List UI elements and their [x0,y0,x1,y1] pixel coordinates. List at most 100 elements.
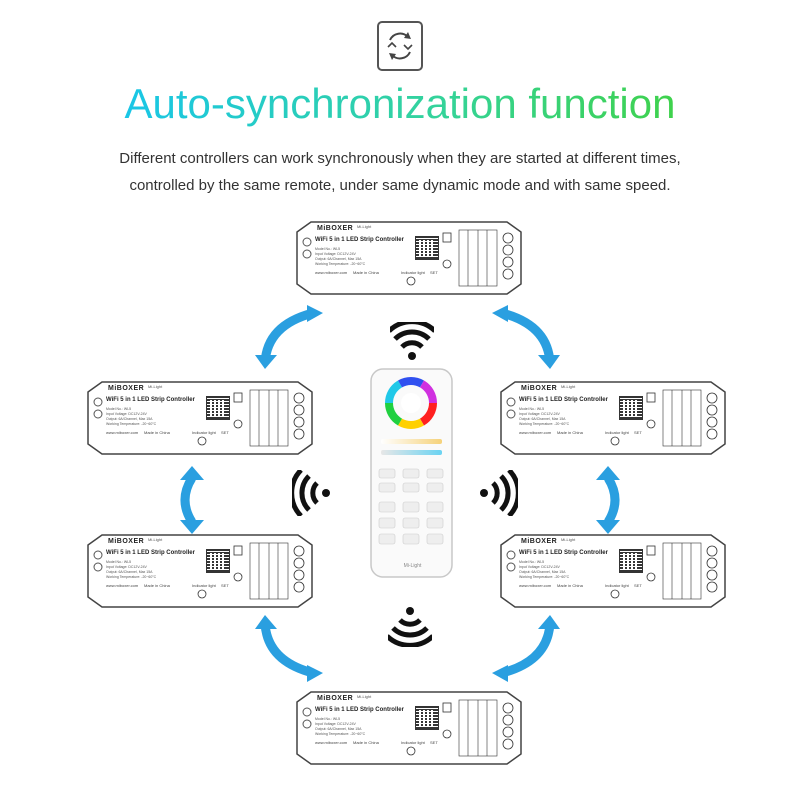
controller-spec-line: Working Temperature: -20~60°C [315,732,366,736]
controller-housing [87,381,313,455]
controller-spec-line: Input Voltage: DC12V-24V [106,412,147,416]
controller-brand: MiBOXER [108,385,145,392]
controller-housing [296,691,522,765]
controller-indicator-label: Indicator light [401,740,425,745]
controller-subbrand: Mi-Light [357,694,372,699]
controller-spec-line: Working Temperature: -20~60°C [106,422,157,426]
controller-spec-line: Output: 6A/Channel, Max 15A [315,727,362,731]
qr-code-icon [206,549,230,573]
controller-product-name: WiFi 5 in 1 LED Strip Controller [106,397,195,403]
controller-spec-line: Input Voltage: DC12V-24V [519,412,560,416]
controller-upper-right: MiBOXER Mi-Light WiFi 5 in 1 LED Strip C… [497,378,729,458]
controller-origin: Made in China [144,583,170,588]
controller-spec-line: Model No.: WL5 [315,247,341,251]
controller-lower-left: MiBOXER Mi-Light WiFi 5 in 1 LED Strip C… [84,531,316,611]
controller-upper-left: MiBOXER Mi-Light WiFi 5 in 1 LED Strip C… [84,378,316,458]
controller-set-label: SET [430,270,438,275]
rgb-color-wheel-remote [370,368,453,578]
controller-subbrand: Mi-Light [357,224,372,229]
controller-spec-line: Working Temperature: -20~60°C [315,262,366,266]
controller-spec-line: Input Voltage: DC12V-24V [315,252,356,256]
controller-origin: Made in China [353,740,379,745]
controller-product-name: WiFi 5 in 1 LED Strip Controller [519,550,608,556]
wifi-signal-right-icon [480,470,518,516]
controller-origin: Made in China [353,270,379,275]
page-title: Auto-synchronization function [0,78,800,130]
controller-website: www.miboxer.com [315,740,348,745]
controller-set-label: SET [634,430,642,435]
controller-spec-line: Working Temperature: -20~60°C [106,575,157,579]
controller-product-name: WiFi 5 in 1 LED Strip Controller [106,550,195,556]
remote-brand: Mi-Light [403,563,422,569]
controller-spec-line: Working Temperature: -20~60°C [519,575,570,579]
controller-top: MiBOXER Mi-Light WiFi 5 in 1 LED Strip C… [293,218,525,298]
qr-code-icon [206,396,230,420]
controller-website: www.miboxer.com [106,430,139,435]
controller-spec-line: Output: 6A/Channel, Max 15A [106,570,153,574]
controller-origin: Made in China [557,583,583,588]
controller-subbrand: Mi-Light [148,384,163,389]
controller-lower-right: MiBOXER Mi-Light WiFi 5 in 1 LED Strip C… [497,531,729,611]
sync-arrow-right [596,466,620,534]
controller-subbrand: Mi-Light [561,384,576,389]
controller-origin: Made in China [144,430,170,435]
qr-code-icon [619,396,643,420]
controller-brand: MiBOXER [521,538,558,545]
controller-housing [500,534,726,608]
controller-spec-line: Model No.: WL5 [106,560,132,564]
controller-bottom: MiBOXER Mi-Light WiFi 5 in 1 LED Strip C… [293,688,525,768]
controller-housing [500,381,726,455]
controller-housing [87,534,313,608]
sync-arrow-top-left [255,305,323,369]
controller-product-name: WiFi 5 in 1 LED Strip Controller [315,237,404,243]
controller-brand: MiBOXER [317,225,354,232]
controller-website: www.miboxer.com [519,430,552,435]
controller-spec-line: Model No.: WL5 [519,560,545,564]
qr-code-icon [619,549,643,573]
sync-arrow-left [180,466,204,534]
controller-spec-line: Output: 6A/Channel, Max 15A [519,417,566,421]
controller-spec-line: Output: 6A/Channel, Max 15A [315,257,362,261]
sync-arrows-icon [377,21,423,71]
controller-spec-line: Model No.: WL5 [315,717,341,721]
controller-housing [296,221,522,295]
controller-website: www.miboxer.com [106,583,139,588]
controller-indicator-label: Indicator light [605,583,629,588]
controller-origin: Made in China [557,430,583,435]
sync-arrow-top-right [492,305,560,369]
controller-spec-line: Input Voltage: DC12V-24V [106,565,147,569]
sync-arrow-bottom-right [492,615,560,682]
controller-spec-line: Model No.: WL5 [519,407,545,411]
controller-brand: MiBOXER [317,695,354,702]
controller-subbrand: Mi-Light [561,537,576,542]
controller-indicator-label: Indicator light [605,430,629,435]
controller-spec-line: Input Voltage: DC12V-24V [519,565,560,569]
controller-indicator-label: Indicator light [401,270,425,275]
qr-code-icon [415,236,439,260]
controller-set-label: SET [221,583,229,588]
description-line-1: Different controllers can work synchrono… [119,150,681,167]
controller-set-label: SET [430,740,438,745]
wifi-signal-down-icon [388,607,432,647]
controller-spec-line: Model No.: WL5 [106,407,132,411]
wifi-signal-up-icon [390,322,434,360]
controller-set-label: SET [221,430,229,435]
controller-brand: MiBOXER [108,538,145,545]
controller-spec-line: Input Voltage: DC12V-24V [315,722,356,726]
controller-product-name: WiFi 5 in 1 LED Strip Controller [519,397,608,403]
controller-spec-line: Working Temperature: -20~60°C [519,422,570,426]
controller-spec-line: Output: 6A/Channel, Max 15A [106,417,153,421]
sync-arrow-bottom-left [255,615,323,682]
controller-product-name: WiFi 5 in 1 LED Strip Controller [315,707,404,713]
controller-spec-line: Output: 6A/Channel, Max 15A [519,570,566,574]
description-line-2: controlled by the same remote, under sam… [129,177,671,194]
controller-subbrand: Mi-Light [148,537,163,542]
controller-indicator-label: Indicator light [192,430,216,435]
controller-set-label: SET [634,583,642,588]
controller-indicator-label: Indicator light [192,583,216,588]
controller-website: www.miboxer.com [315,270,348,275]
controller-website: www.miboxer.com [519,583,552,588]
controller-brand: MiBOXER [521,385,558,392]
wifi-signal-left-icon [292,470,330,516]
qr-code-icon [415,706,439,730]
